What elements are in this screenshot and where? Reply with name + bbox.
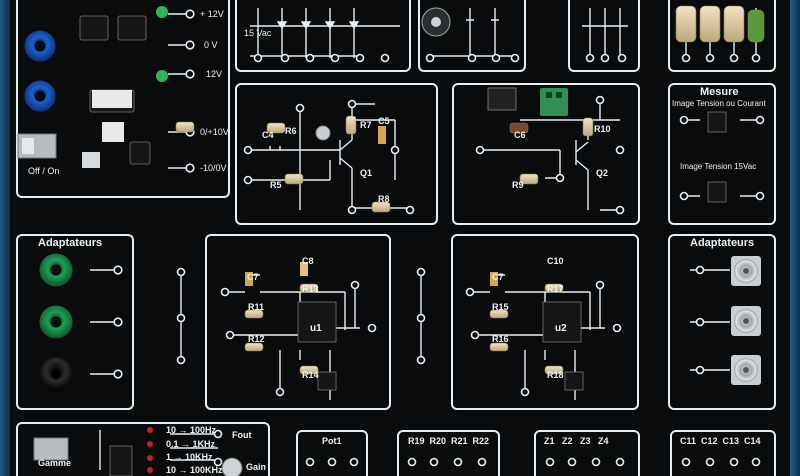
label-range-negative: -10/0V xyxy=(200,163,227,173)
label-fout: Fout xyxy=(232,430,252,440)
label-pot1: Pot1 xyxy=(322,436,342,446)
label-r5: R5 xyxy=(270,180,282,190)
power-supply-panel xyxy=(16,0,230,198)
mesure-panel xyxy=(668,83,776,225)
label-c5: C5 xyxy=(378,116,390,126)
label-range-2: 0.1 → 1KHz xyxy=(166,439,216,449)
label-c6: C6 xyxy=(514,130,526,140)
generator-panel xyxy=(16,422,270,476)
label-opamp2-u2: u2 xyxy=(555,323,567,334)
label-opamp1-r14: R14 xyxy=(302,370,319,380)
label-r6: R6 xyxy=(285,126,297,136)
label-resistors-row: R19 R20 R21 R22 xyxy=(408,436,490,446)
label-q1: Q1 xyxy=(360,168,373,178)
label-opamp2-c7: C7 xyxy=(492,272,504,282)
mesure-line-2: Image Tension 15Vac xyxy=(680,162,757,171)
label-minus-12v: 12V xyxy=(206,69,223,79)
label-opamp1-r12: R12 xyxy=(248,334,265,344)
label-r9: R9 xyxy=(512,180,524,190)
resistor-kit-panel xyxy=(668,0,776,72)
opamp-1-panel xyxy=(205,234,391,410)
board-left-edge xyxy=(0,0,10,476)
label-opamp1-c7: C7 xyxy=(247,272,259,282)
label-range-3: 1 → 10KHz xyxy=(166,452,213,462)
label-impedances-row: Z1 Z2 Z3 Z4 xyxy=(544,436,609,446)
mesure-title: Mesure xyxy=(700,86,739,98)
label-opamp2-r16: R16 xyxy=(492,334,509,344)
label-capacitors-row: C11 C12 C13 C14 xyxy=(680,436,761,446)
label-opamp2-c10: C10 xyxy=(547,256,564,266)
label-opamp1-c8: C8 xyxy=(302,256,314,266)
label-0v: 0 V xyxy=(204,40,218,50)
label-range-1: 10 → 100Hz xyxy=(166,425,217,435)
label-opamp2-r18: R18 xyxy=(547,370,564,380)
label-plus-12v: + 12V xyxy=(200,9,224,19)
pot-panel xyxy=(296,430,368,476)
transistor-amp-2-panel xyxy=(452,83,640,225)
adaptateurs-left-title: Adaptateurs xyxy=(38,237,103,249)
opamp-2-panel xyxy=(451,234,639,410)
label-power-switch: Off / On xyxy=(28,166,60,176)
rectifier-panel xyxy=(235,0,411,72)
resistors-bottom-panel xyxy=(397,430,500,476)
label-opamp2-r15: R15 xyxy=(492,302,509,312)
label-range-positive: 0/+10V xyxy=(200,127,229,137)
label-gamme: Gamme xyxy=(38,458,72,468)
label-gain: Gain xyxy=(246,462,267,472)
label-opamp1-u1: u1 xyxy=(310,323,322,334)
mesure-line-1: Image Tension ou Courant xyxy=(672,99,766,108)
label-opamp2-r17: R17 xyxy=(547,284,564,294)
adaptateurs-right-panel xyxy=(668,234,776,410)
filter-caps-panel xyxy=(418,0,526,72)
board-right-edge xyxy=(790,0,800,476)
label-15vac: 15 Vac xyxy=(244,28,272,38)
label-range-4: 10 → 100KHz xyxy=(166,465,223,475)
impedances-bottom-panel xyxy=(534,430,640,476)
adaptateurs-right-title: Adaptateurs xyxy=(690,237,755,249)
label-q2: Q2 xyxy=(596,168,609,178)
transistor-amp-1-panel xyxy=(235,83,438,225)
capacitors-bottom-panel xyxy=(670,430,776,476)
label-c4: C4 xyxy=(262,130,274,140)
label-r10: R10 xyxy=(594,124,611,134)
label-opamp1-r11: R11 xyxy=(248,302,265,312)
label-opamp1-r13: R13 xyxy=(302,284,319,294)
label-r7: R7 xyxy=(360,120,372,130)
adaptateurs-left-panel xyxy=(16,234,134,410)
label-r8: R8 xyxy=(378,194,390,204)
zener-panel xyxy=(568,0,640,72)
